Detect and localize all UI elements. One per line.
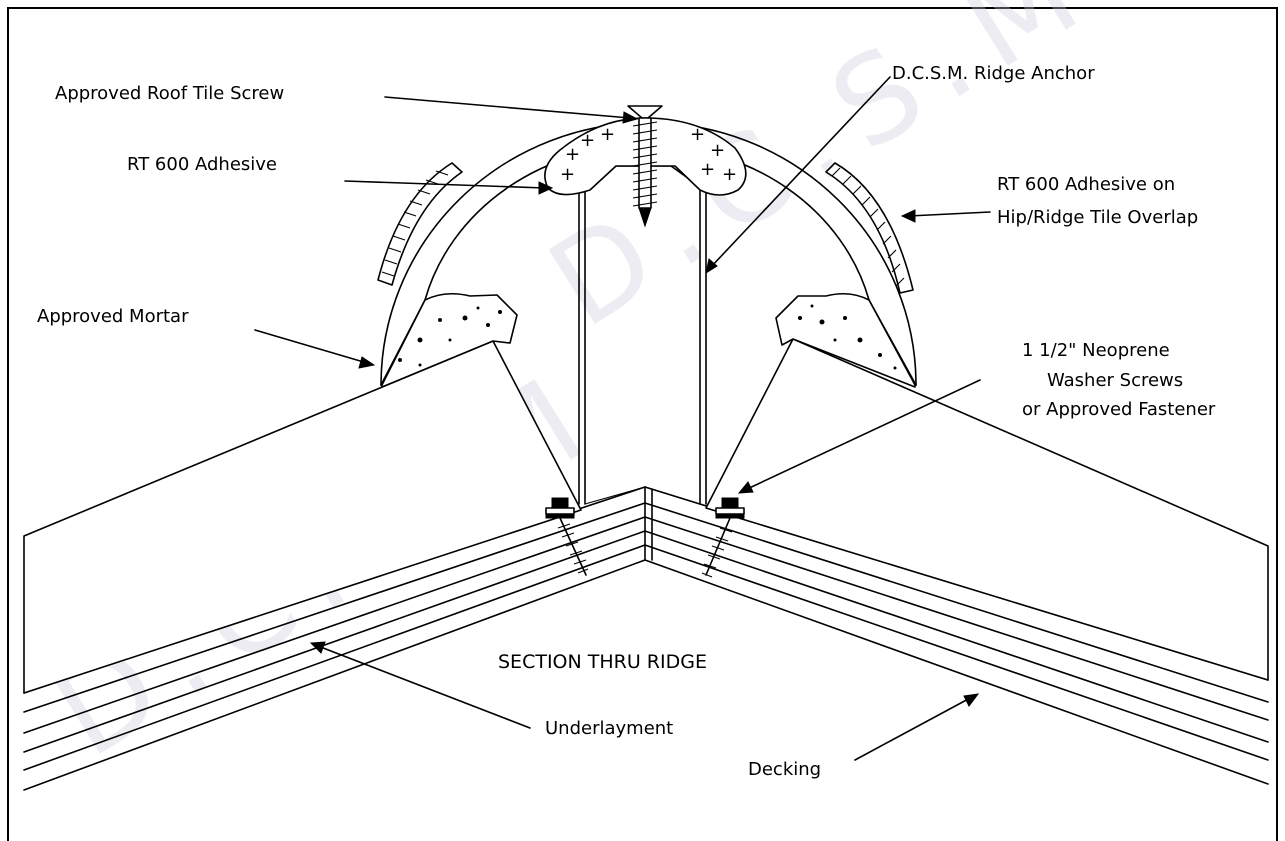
roof-tile-screw <box>627 105 663 228</box>
svg-text:+: + <box>565 144 580 165</box>
label-washer-line2: Washer Screws <box>1047 370 1183 391</box>
label-underlayment: Underlayment <box>545 718 673 739</box>
left-field-tile <box>23 340 582 694</box>
section-title: SECTION THRU RIDGE <box>498 651 707 673</box>
label-overlap-line2: Hip/Ridge Tile Overlap <box>997 207 1198 228</box>
leader-lines <box>254 76 991 761</box>
label-overlap-line1: RT 600 Adhesive on <box>997 174 1175 195</box>
left-overlap-adhesive <box>377 162 463 286</box>
left-washer-screw <box>545 497 589 576</box>
label-rt600-adhesive: RT 600 Adhesive <box>127 154 277 175</box>
label-ridge-anchor: D.C.S.M. Ridge Anchor <box>892 63 1095 84</box>
right-field-tile <box>705 338 1269 681</box>
right-mortar <box>775 292 916 388</box>
svg-text:+: + <box>560 164 575 185</box>
svg-text:+: + <box>580 130 595 151</box>
label-decking: Decking <box>748 759 821 780</box>
left-mortar <box>381 292 518 388</box>
label-approved-mortar: Approved Mortar <box>37 306 189 327</box>
label-washer-line1: 1 1/2" Neoprene <box>1022 340 1170 361</box>
svg-text:+: + <box>700 159 715 180</box>
right-washer-screw <box>701 497 745 578</box>
label-roof-tile-screw: Approved Roof Tile Screw <box>55 83 284 104</box>
svg-text:+: + <box>710 140 725 161</box>
svg-text:+: + <box>722 164 737 185</box>
label-washer-line3: or Approved Fastener <box>1022 399 1216 420</box>
svg-text:+: + <box>600 124 615 145</box>
svg-text:+: + <box>690 124 705 145</box>
right-overlap-adhesive <box>825 162 914 294</box>
